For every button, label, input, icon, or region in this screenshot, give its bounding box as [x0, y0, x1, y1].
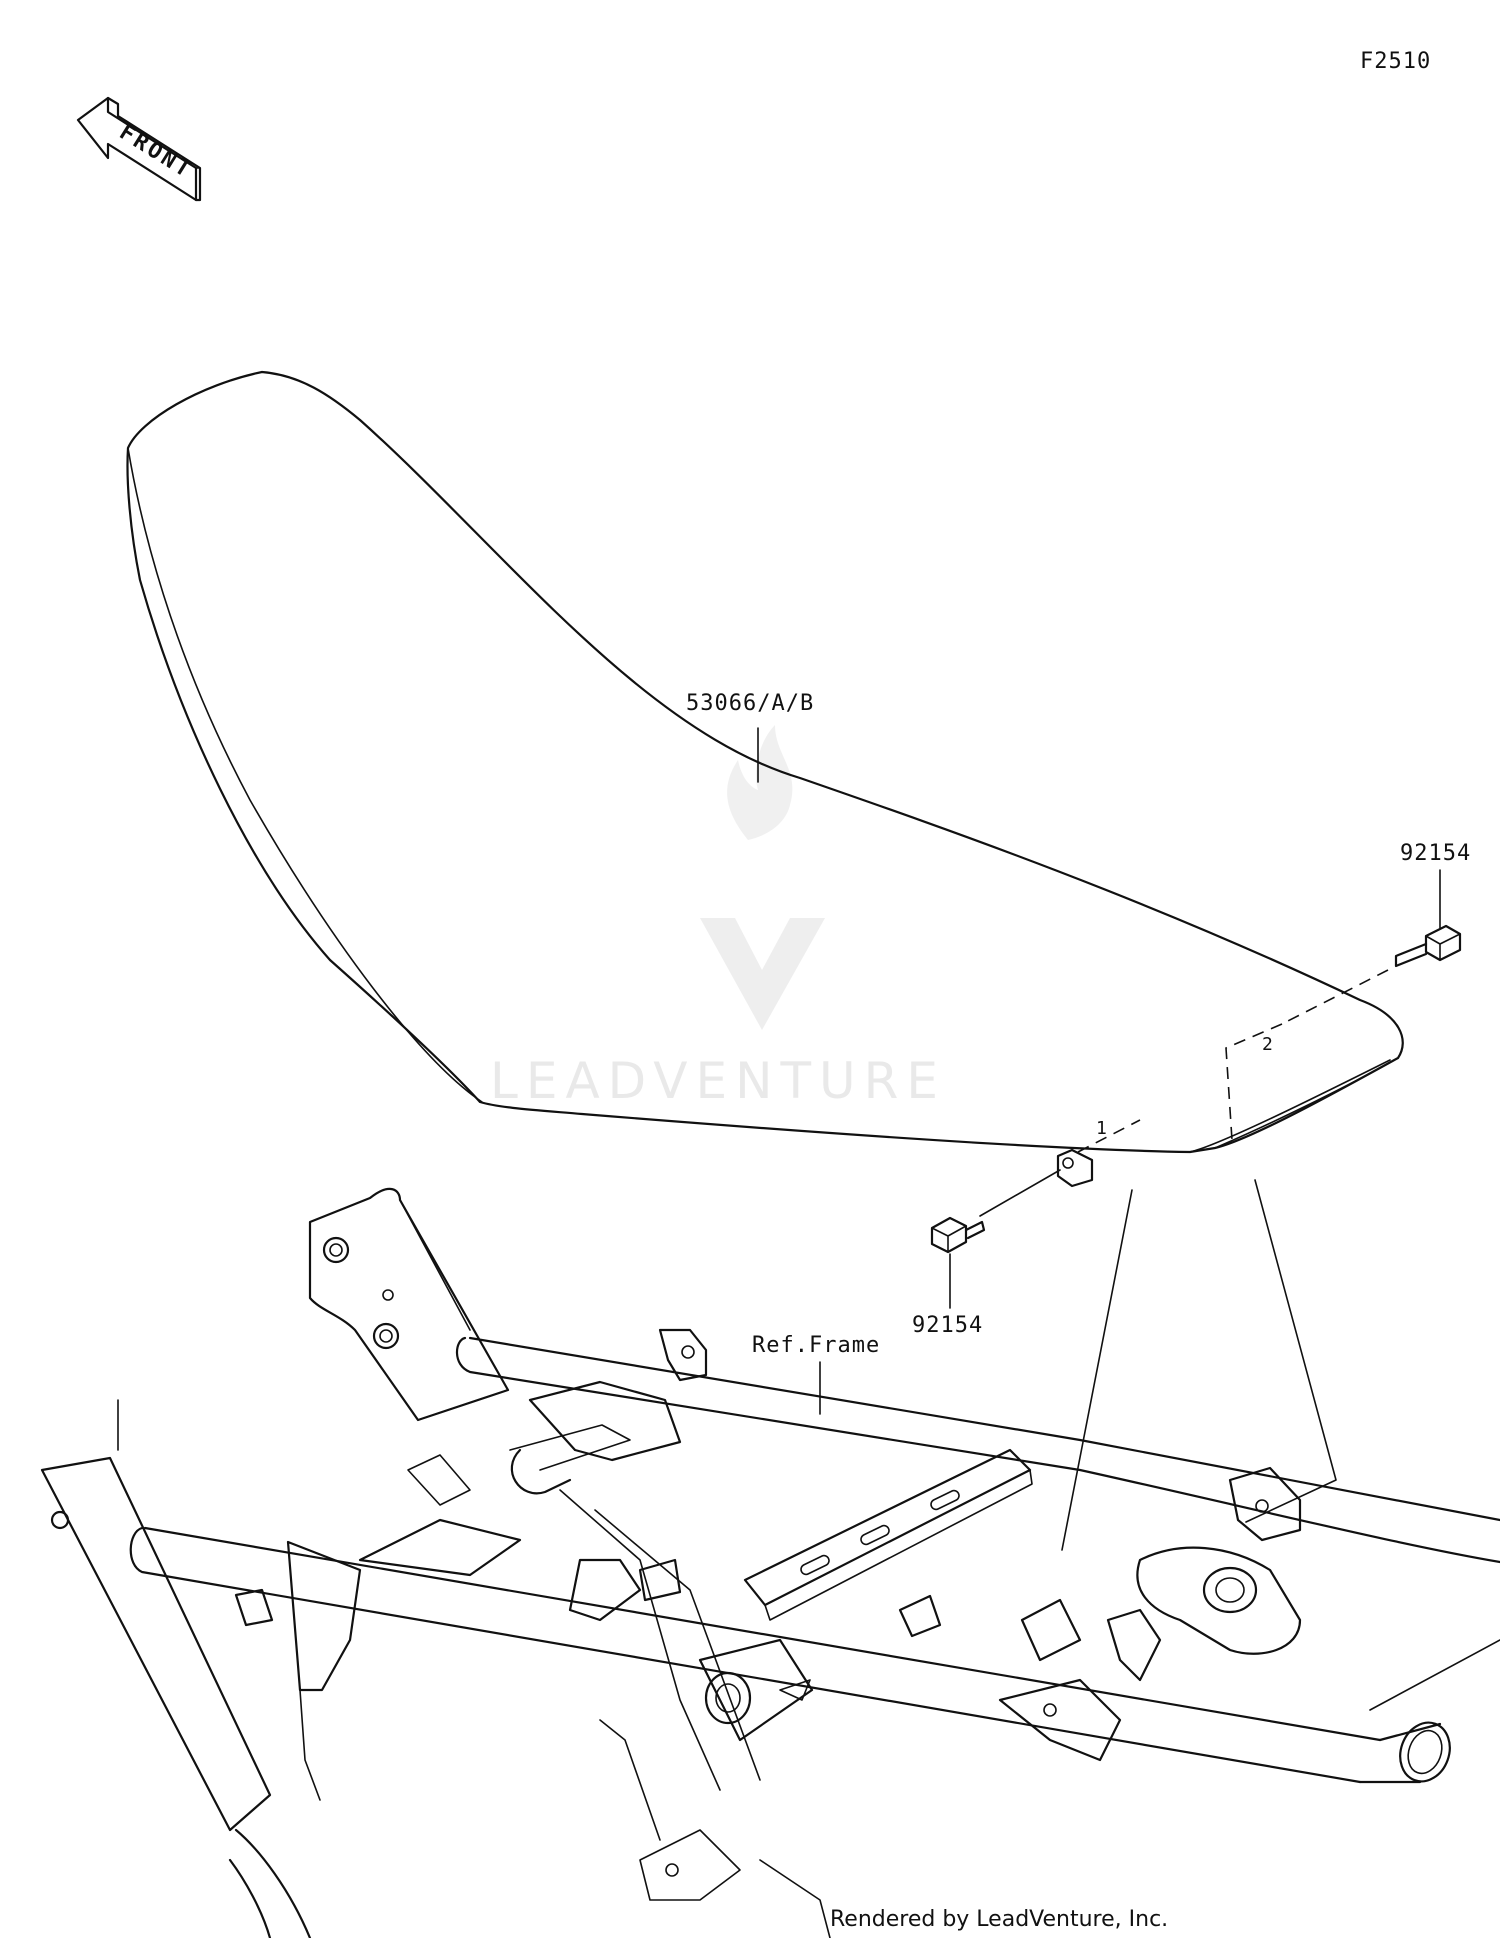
footer-credit: Rendered by LeadVenture, Inc. [830, 1907, 1168, 1932]
leadventure-logo-icon [700, 725, 825, 1030]
bolt-front-leader [979, 1169, 1061, 1217]
watermark-text: LEADVENTURE [490, 1052, 946, 1110]
rear-mount-dashed-line [1225, 1023, 1283, 1141]
bolt-front-part-number: 92154 [912, 1313, 983, 1338]
frame-label: Ref.Frame [752, 1333, 880, 1358]
bolt-rear-dashed-line [1281, 969, 1389, 1025]
ref-2-label: 2 [1262, 1034, 1274, 1055]
seat-outline [126, 370, 1404, 1154]
figure-code: F2510 [1360, 49, 1431, 74]
seat-front-bracket [1056, 1148, 1094, 1188]
ref-1-leader-line [1061, 1189, 1133, 1551]
ref-1-label: 1 [1096, 1118, 1108, 1139]
bolt-rear-part-number: 92154 [1400, 841, 1471, 866]
frame-drawing [40, 1187, 1500, 1938]
bolt-rear-icon [1394, 924, 1462, 968]
bolt-front-dashed-line [1077, 1119, 1141, 1153]
ref-2-leader-line [1245, 1179, 1337, 1523]
seat-part-number: 53066/A/B [686, 691, 814, 716]
bolt-front-icon [930, 1216, 986, 1254]
front-direction-arrow-icon: FRONT [76, 96, 202, 202]
